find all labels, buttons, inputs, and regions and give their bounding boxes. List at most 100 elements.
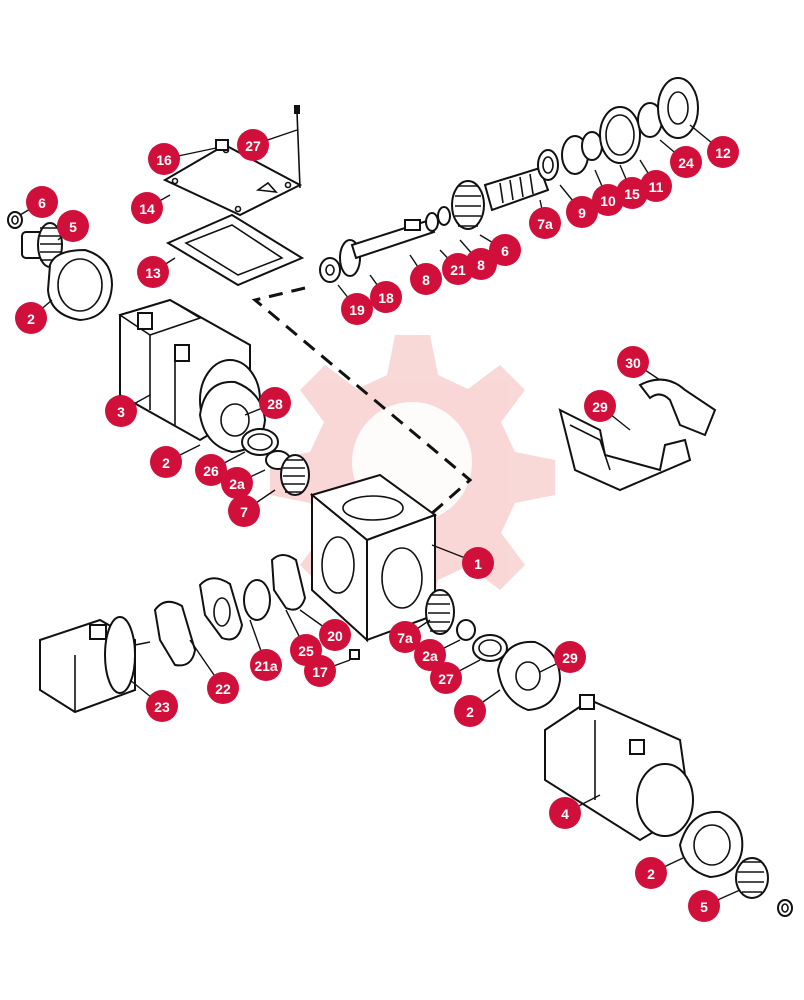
callout-circle [131,192,163,224]
callout-circle [410,263,442,295]
callout-number: 18 [378,290,394,306]
input-shaft [350,218,436,260]
callout-number: 29 [592,399,608,415]
callout-circle [617,346,649,378]
callout-number: 30 [625,355,641,371]
callout-circle [707,136,739,168]
top-cover-plate [162,143,303,217]
callout-badge-2: 2 [150,446,182,478]
callout-badge-10: 10 [592,184,624,216]
callout-circle [529,207,561,239]
callout-badge-4: 4 [549,797,581,829]
callout-badges: 122222a2a34556677a7a88910111213141516171… [15,129,739,922]
end-cap-flange [657,77,699,139]
callout-circle [290,634,322,666]
callout-number: 20 [327,628,343,644]
taper-bearing [537,149,559,181]
callout-badge-20: 20 [319,619,351,651]
lower-right-hydraulic-motor [544,694,694,842]
callout-badge-8: 8 [410,263,442,295]
end-cover-gasket [599,106,641,164]
callout-circle [137,256,169,288]
callout-badge-2: 2 [635,857,667,889]
callout-badge-19: 19 [341,293,373,325]
lower-right-gasket [678,810,744,879]
callout-number: 3 [117,404,125,420]
callout-badge-28: 28 [259,387,291,419]
callout-circle [237,129,269,161]
callout-number: 6 [38,195,46,211]
callout-number: 11 [649,179,664,195]
callout-number: 2 [162,455,170,471]
callout-number: 25 [298,643,314,659]
callout-number: 19 [349,302,365,318]
callout-number: 7a [397,630,413,646]
callout-circle [259,387,291,419]
callout-badge-16: 16 [148,143,180,175]
cover-gasket [165,213,305,287]
lower-right-spline-gear [735,857,769,899]
set-screw [349,649,360,660]
callout-number: 16 [156,152,172,168]
callout-badge-18: 18 [370,281,402,313]
callout-number: 26 [203,463,219,479]
lower-o-ring [243,579,271,621]
callout-badge-26: 26 [195,454,227,486]
upper-o-ring [241,428,279,456]
lower-hydraulic-motor [39,616,151,714]
thrust-washer [319,257,341,283]
callout-circle [549,797,581,829]
callout-badge-21a: 21a [250,649,282,681]
callout-badge-30: 30 [617,346,649,378]
splined-shaft [483,166,550,212]
callout-number: 2 [27,311,35,327]
callout-number: 14 [139,201,155,217]
callout-circle [150,446,182,478]
callout-badge-21: 21 [442,253,474,285]
callout-number: 2a [229,476,245,492]
callout-badge-2a: 2a [414,639,446,671]
upper-left-washer [7,211,23,229]
callout-circle [414,639,446,671]
callout-badge-12: 12 [707,136,739,168]
callout-circle [462,547,494,579]
callout-circle [15,302,47,334]
shaft-washer [425,206,451,232]
callout-circle [635,857,667,889]
callout-number: 22 [215,681,231,697]
upper-left-flange-gasket [46,248,114,322]
callout-number: 24 [678,155,694,171]
callout-circle [105,395,137,427]
callout-circle [592,184,624,216]
callout-number: 10 [600,193,616,209]
callout-circle [195,454,227,486]
breather-plug [215,139,229,151]
bevel-pinion-gear [451,180,485,230]
callout-badge-25: 25 [290,634,322,666]
callout-number: 5 [69,219,77,235]
dipstick [294,105,301,189]
callout-circle [454,695,486,727]
callout-badge-14: 14 [131,192,163,224]
callout-number: 21 [450,262,466,278]
callout-circle [554,641,586,673]
callout-badge-7: 7 [228,495,260,527]
callout-circle [207,672,239,704]
bracket-plate [638,378,717,437]
lower-motor-gasket [153,600,197,667]
callout-circle [616,177,648,209]
adapter-plate [198,577,244,641]
callout-badge-13: 13 [137,256,169,288]
callout-circle [442,253,474,285]
callout-circle [57,210,89,242]
gearbox-housing [309,473,438,643]
callout-number: 4 [561,806,569,822]
callout-badge-3: 3 [105,395,137,427]
callout-circle [489,234,521,266]
callout-number: 7a [537,216,553,232]
callout-circle [250,649,282,681]
callout-number: 27 [245,138,261,154]
callout-circle [640,170,672,202]
callout-circle [341,293,373,325]
